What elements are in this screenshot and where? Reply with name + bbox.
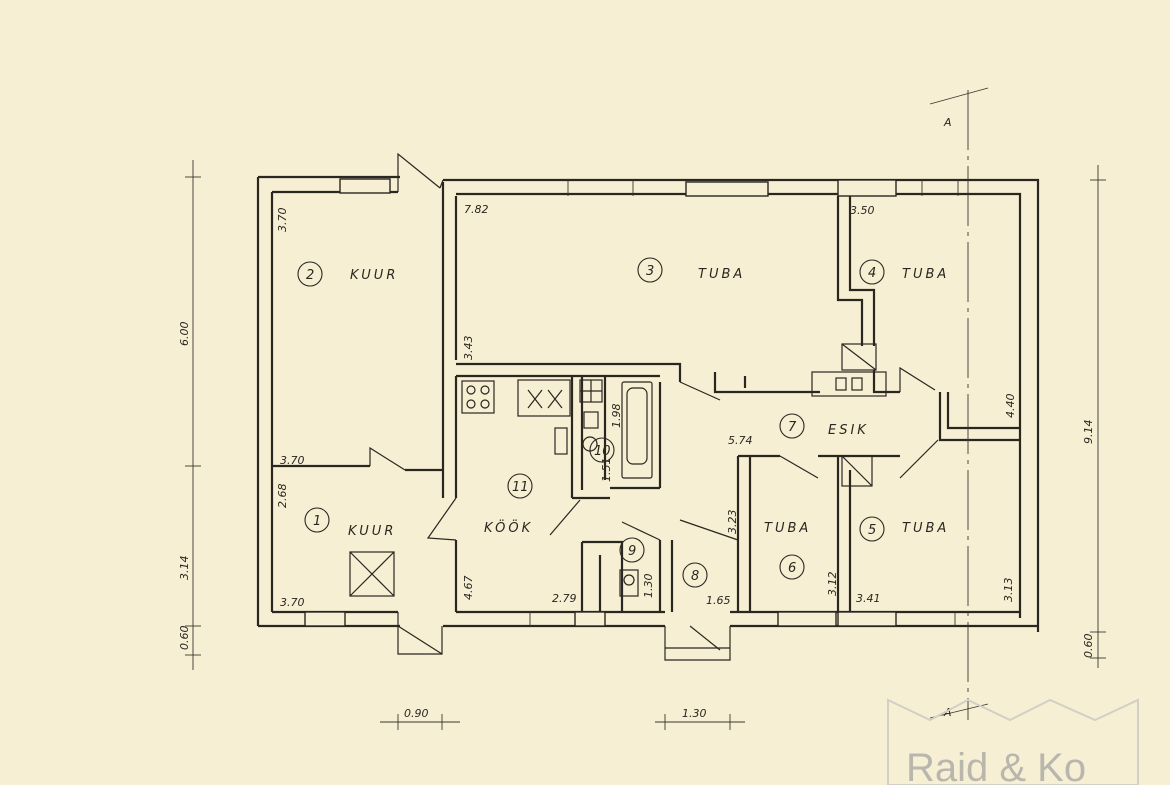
room-3-number: 3: [646, 264, 654, 279]
windows: [304, 178, 959, 627]
dim-room7: 5.74: [728, 434, 753, 447]
watermark-text: Raid & Ko: [906, 746, 1086, 785]
chimney-icon: [349, 551, 395, 597]
room-6-name: TUBA: [764, 521, 811, 536]
dim-room4-corner: 3.50: [850, 204, 875, 217]
dim-room11-side: 4.67: [462, 576, 475, 601]
room-7-name: ESIK: [828, 423, 869, 438]
outer-walls: [256, 175, 1040, 632]
dim-room2-bottom: 3.70: [280, 454, 305, 467]
dim-room5-side: 3.13: [1002, 578, 1015, 603]
room-4-name: TUBA: [902, 267, 949, 282]
dim-bottom-mid: 1.30: [682, 707, 707, 720]
interior-walls: [272, 152, 1020, 661]
room-7-number: 7: [788, 420, 797, 435]
watermark: Raid & Ko: [887, 698, 1139, 785]
room-labels: 1 KUUR 2 KUUR 3 TUBA 4 TUBA 5 TUBA 6 TUB…: [297, 257, 949, 588]
room-1-number: 1: [313, 514, 321, 529]
dim-room3-side: 3.43: [462, 336, 475, 361]
dim-room2-top: 3.70: [276, 208, 289, 233]
room-2-name: KUUR: [350, 268, 398, 283]
section-mark-top: A: [943, 116, 952, 129]
room-8-number: 8: [691, 569, 699, 584]
dim-room1-bottom: 3.70: [280, 596, 305, 609]
dimension-lines: [185, 160, 1106, 730]
dim-right-bottom: 0.60: [1082, 634, 1095, 659]
dim-room1-side: 2.68: [276, 484, 289, 509]
dim-room6-side: 3.23: [726, 510, 739, 535]
dim-left-lower: 3.14: [178, 556, 191, 581]
dim-room5-bottom: 3.41: [856, 592, 881, 605]
room-5-name: TUBA: [902, 521, 949, 536]
room-5-number: 5: [868, 523, 876, 538]
dim-room9-side: 1.30: [642, 574, 655, 599]
dim-right-total: 9.14: [1082, 420, 1095, 445]
room-1-name: KUUR: [348, 524, 396, 539]
room-9-number: 9: [628, 544, 636, 559]
room-4-number: 4: [868, 266, 876, 281]
room-3-name: TUBA: [698, 267, 745, 282]
dim-room10-b: 1.51: [600, 458, 613, 483]
room-2-number: 2: [306, 268, 314, 283]
room-6-number: 6: [788, 561, 796, 576]
counter-icon: [517, 379, 571, 417]
dimension-labels: 3.70 3.70 2.68 3.70 7.82 3.43 3.50 4.40 …: [178, 203, 1095, 720]
stove-icon: [461, 380, 495, 414]
dim-left-bottom: 0.60: [178, 626, 191, 651]
room-10-number: 10: [594, 444, 611, 459]
dim-room3-corner: 7.82: [464, 203, 489, 216]
dim-room8-bottom: 1.65: [706, 594, 731, 607]
dim-room6-right: 3.12: [826, 572, 839, 597]
dim-room11-bottom: 2.79: [552, 592, 577, 605]
dim-room10-a: 1.98: [610, 404, 623, 429]
dim-room4-side: 4.40: [1004, 394, 1017, 419]
dim-bottom-left: 0.90: [404, 707, 429, 720]
fixtures: [349, 343, 887, 597]
room-11-number: 11: [512, 480, 529, 495]
section-mark-bottom: A: [943, 706, 952, 719]
room-11-name: KÖÖK: [484, 519, 533, 536]
dim-left-upper: 6.00: [178, 322, 191, 347]
